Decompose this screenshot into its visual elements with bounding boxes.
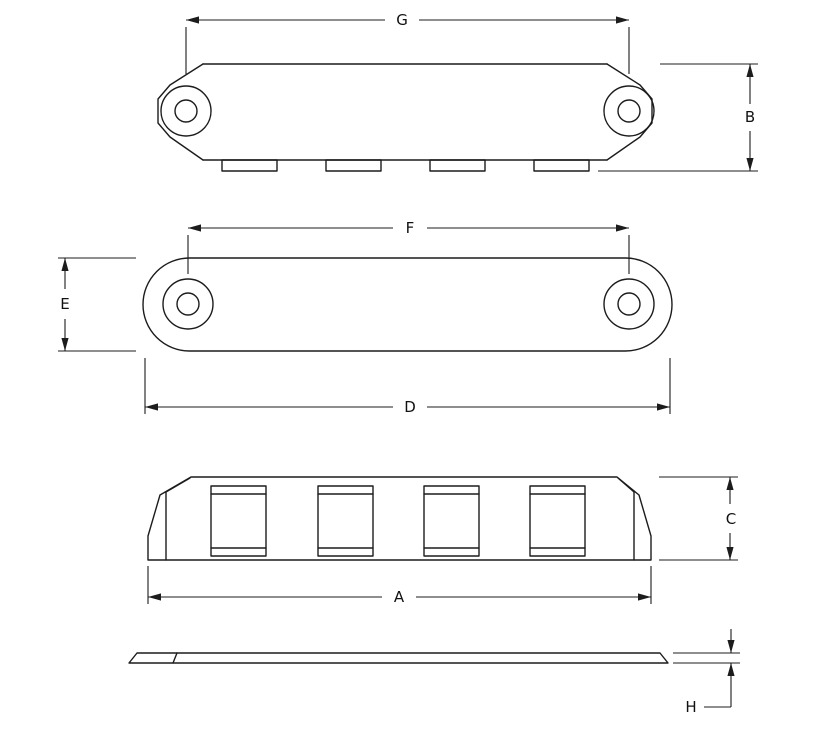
mount-hole-left-plan-view [162,278,214,330]
front-view-right-inner-edge [617,477,635,561]
dimension-F: F [187,219,630,274]
front-view-slot-3 [423,485,480,557]
dimension-label-d: D [404,398,416,416]
top-view-tabs [221,159,590,172]
dimension-label-h: H [685,698,696,716]
mount-hole-right-plan-view [603,278,655,330]
mount-hole-left-top-view [160,85,212,137]
top-view [157,63,655,172]
dimension-label-c: C [726,510,736,528]
dimension-label-g: G [396,11,408,29]
top-view-body-outline [202,63,608,161]
front-view-slot-4 [529,485,586,557]
dimension-label-b: B [745,108,755,126]
front-view-slot-2 [317,485,374,557]
side-view-edge-mark [172,652,178,664]
plan-view-plate-outline [142,257,673,352]
mount-hole-right-top-view [603,85,655,137]
front-view-left-inner-edge [165,477,191,561]
dimension-G: G [185,11,630,74]
plan-view [142,257,673,352]
dimension-B: B [598,63,758,172]
top-view-right-ear [606,63,653,161]
dimension-label-f: F [406,219,415,237]
dimension-label-e: E [60,295,69,313]
top-view-left-ear [157,63,204,161]
dimension-E: E [58,257,136,352]
dimension-A: A [147,566,652,606]
dimension-C: C [659,476,738,561]
side-view [128,652,669,664]
dimension-D: D [144,358,671,416]
front-view [147,476,652,561]
dimension-label-a: A [394,588,405,606]
side-view-plate-outline [128,652,669,664]
front-view-slot-1 [210,485,267,557]
dimension-H: H [673,629,740,716]
